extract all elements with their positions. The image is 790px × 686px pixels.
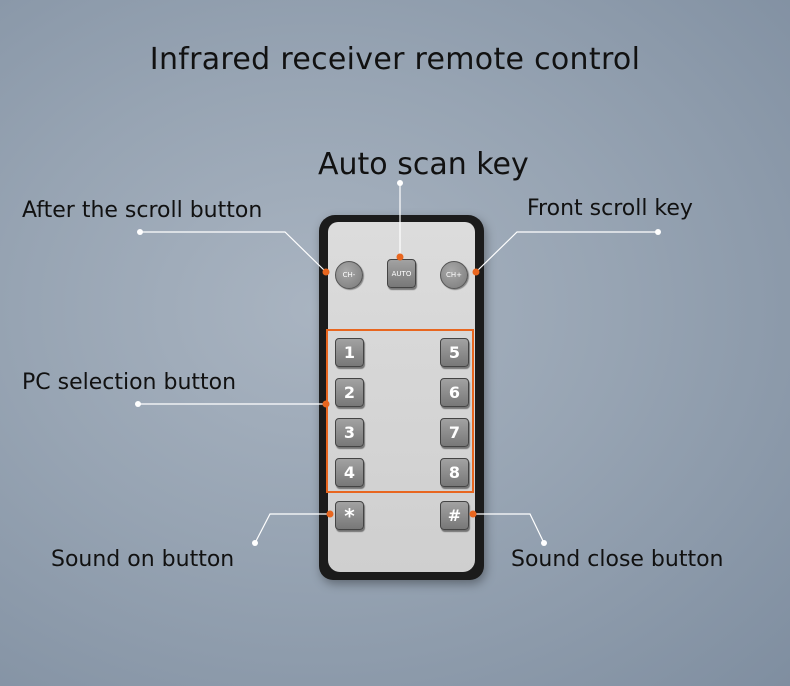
key-2-button[interactable]: 2 xyxy=(335,378,364,407)
ch-plus-button[interactable]: CH+ xyxy=(440,261,468,289)
after-leader-line xyxy=(140,231,327,273)
pc-selection-label: PC selection button xyxy=(22,370,237,395)
page-title: Infrared receiver remote control xyxy=(149,42,641,77)
star-button[interactable]: * xyxy=(335,501,364,530)
front-leader-line xyxy=(475,231,658,273)
key-3-button[interactable]: 3 xyxy=(335,418,364,447)
key-8-button[interactable]: 8 xyxy=(440,458,469,487)
pc-selection-highlight xyxy=(326,329,474,493)
sound-close-leader-end-dot xyxy=(541,540,547,546)
pc-leader-end-dot xyxy=(135,401,141,407)
auto-scan-label: Auto scan key xyxy=(318,147,529,182)
key-4-button[interactable]: 4 xyxy=(335,458,364,487)
after-leader-end-dot xyxy=(137,229,143,235)
ch-minus-button[interactable]: CH- xyxy=(335,261,363,289)
sound-close-label: Sound close button xyxy=(511,547,724,572)
key-6-button[interactable]: 6 xyxy=(440,378,469,407)
key-5-button[interactable]: 5 xyxy=(440,338,469,367)
sound-on-leader-end-dot xyxy=(252,540,258,546)
key-7-button[interactable]: 7 xyxy=(440,418,469,447)
front-scroll-label: Front scroll key xyxy=(527,196,693,221)
key-1-button[interactable]: 1 xyxy=(335,338,364,367)
auto-button[interactable]: AUTO xyxy=(387,259,416,288)
hash-button[interactable]: # xyxy=(440,501,469,530)
front-leader-end-dot xyxy=(655,229,661,235)
after-scroll-label: After the scroll button xyxy=(22,198,263,223)
sound-on-label: Sound on button xyxy=(51,547,235,572)
